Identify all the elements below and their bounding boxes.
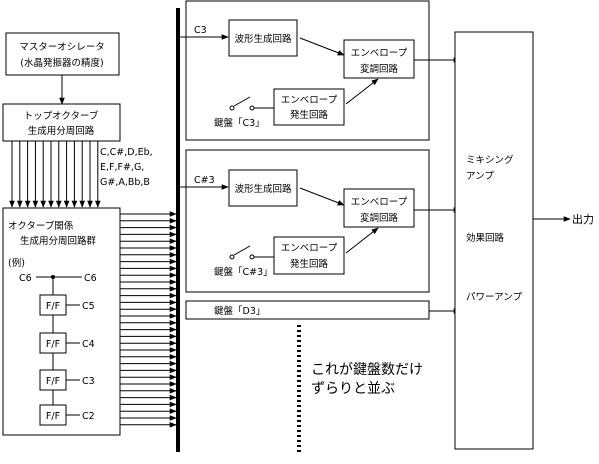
power-amp-label: パワーアンプ bbox=[466, 292, 522, 303]
svg-text:波形生成回路: 波形生成回路 bbox=[234, 183, 292, 195]
mixing-amp-label-1: ミキシング bbox=[466, 154, 514, 166]
top-octave-subtitle: 生成用分周回路 bbox=[28, 125, 95, 137]
svg-text:F/F: F/F bbox=[46, 339, 60, 350]
csharp3-input-label: C#3 bbox=[194, 175, 215, 186]
svg-text:エンベロープ: エンベロープ bbox=[281, 95, 338, 106]
octave-group-subtitle: 生成用分周回路群 bbox=[20, 235, 97, 247]
channel-c-sharp-3: C#3 波形生成回路 エンベロープ 変調回路 エンベロープ 発生回路 鍵盤「C#… bbox=[180, 149, 430, 293]
svg-text:発生回路: 発生回路 bbox=[290, 258, 329, 270]
csharp3-env-modulator-box bbox=[343, 188, 415, 228]
note-divider-arrows bbox=[9, 141, 101, 208]
effects-label: 効果回路 bbox=[466, 232, 505, 244]
csharp3-env-generator-box bbox=[273, 236, 345, 275]
top-octave-divider-block: トップオクターブ 生成用分周回路 bbox=[2, 103, 121, 142]
svg-text:変調回路: 変調回路 bbox=[360, 212, 399, 224]
output-label: 出力 bbox=[572, 212, 594, 226]
d3-key-label: 鍵盤「D3」 bbox=[214, 305, 265, 317]
output-c4-label: C4 bbox=[82, 339, 95, 350]
note-labels-line3: G#,A,Bb,B bbox=[100, 177, 150, 188]
svg-text:F/F: F/F bbox=[46, 376, 60, 387]
mixer-amp-block: ミキシング アンプ 効果回路 パワーアンプ bbox=[454, 31, 534, 450]
output-c5-label: C5 bbox=[82, 301, 95, 312]
c3-key-switch-label: 鍵盤「C3」 bbox=[214, 117, 265, 129]
example-label: (例) bbox=[8, 257, 25, 269]
master-osc-title: マスターオシレータ bbox=[19, 42, 105, 53]
note-labels-line1: C,C#,D,Eb, bbox=[100, 147, 153, 158]
svg-text:F/F: F/F bbox=[46, 411, 60, 422]
svg-text:波形生成回路: 波形生成回路 bbox=[234, 33, 292, 45]
output-c6-label: C6 bbox=[84, 273, 97, 284]
distribution-bus bbox=[176, 8, 180, 452]
continuation-text-line2: ずらりと並ぶ bbox=[311, 381, 395, 397]
c3-env-generator-box bbox=[273, 88, 345, 126]
channel-d3: 鍵盤「D3」 bbox=[185, 300, 430, 320]
top-octave-title: トップオクターブ bbox=[24, 110, 99, 122]
svg-text:F/F: F/F bbox=[46, 301, 60, 312]
c3-env-modulator-box bbox=[343, 39, 415, 79]
input-c6-label: C6 bbox=[19, 273, 32, 284]
csharp3-waveform-box bbox=[228, 169, 298, 207]
mixing-amp-label-2: アンプ bbox=[466, 171, 494, 182]
svg-text:変調回路: 変調回路 bbox=[360, 63, 399, 75]
channel-c3: C3 波形生成回路 エンベロープ 変調回路 エンベロープ 発生回路 鍵盤「C3」 bbox=[180, 0, 430, 141]
note-labels-line2: E,F,F#,G, bbox=[100, 162, 144, 173]
master-osc-note: (水晶発振器の精度) bbox=[20, 57, 103, 69]
c3-waveform-box bbox=[228, 19, 298, 57]
svg-text:発生回路: 発生回路 bbox=[290, 109, 329, 121]
svg-text:エンベロープ: エンベロープ bbox=[281, 243, 338, 254]
octave-output-lines bbox=[120, 211, 177, 428]
svg-text:エンベロープ: エンベロープ bbox=[351, 48, 408, 59]
continuation-text-line1: これが鍵盤数だけ bbox=[311, 362, 423, 378]
note-name-labels: C,C#,D,Eb, E,F,F#,G, G#,A,Bb,B bbox=[100, 147, 153, 188]
master-oscillator-block: マスターオシレータ (水晶発振器の精度) bbox=[5, 32, 120, 76]
octave-divider-group-block: オクターブ関係 生成用分周回路群 (例) C6 C6 F/F C5 F/F C4… bbox=[2, 207, 121, 436]
c3-input-label: C3 bbox=[194, 25, 207, 36]
csharp3-key-switch-label: 鍵盤「C#3」 bbox=[214, 266, 273, 278]
output-c2-label: C2 bbox=[82, 411, 95, 422]
octave-group-title: オクターブ関係 bbox=[8, 220, 74, 232]
output-c3-label: C3 bbox=[82, 376, 95, 387]
svg-text:エンベロープ: エンベロープ bbox=[351, 197, 408, 208]
